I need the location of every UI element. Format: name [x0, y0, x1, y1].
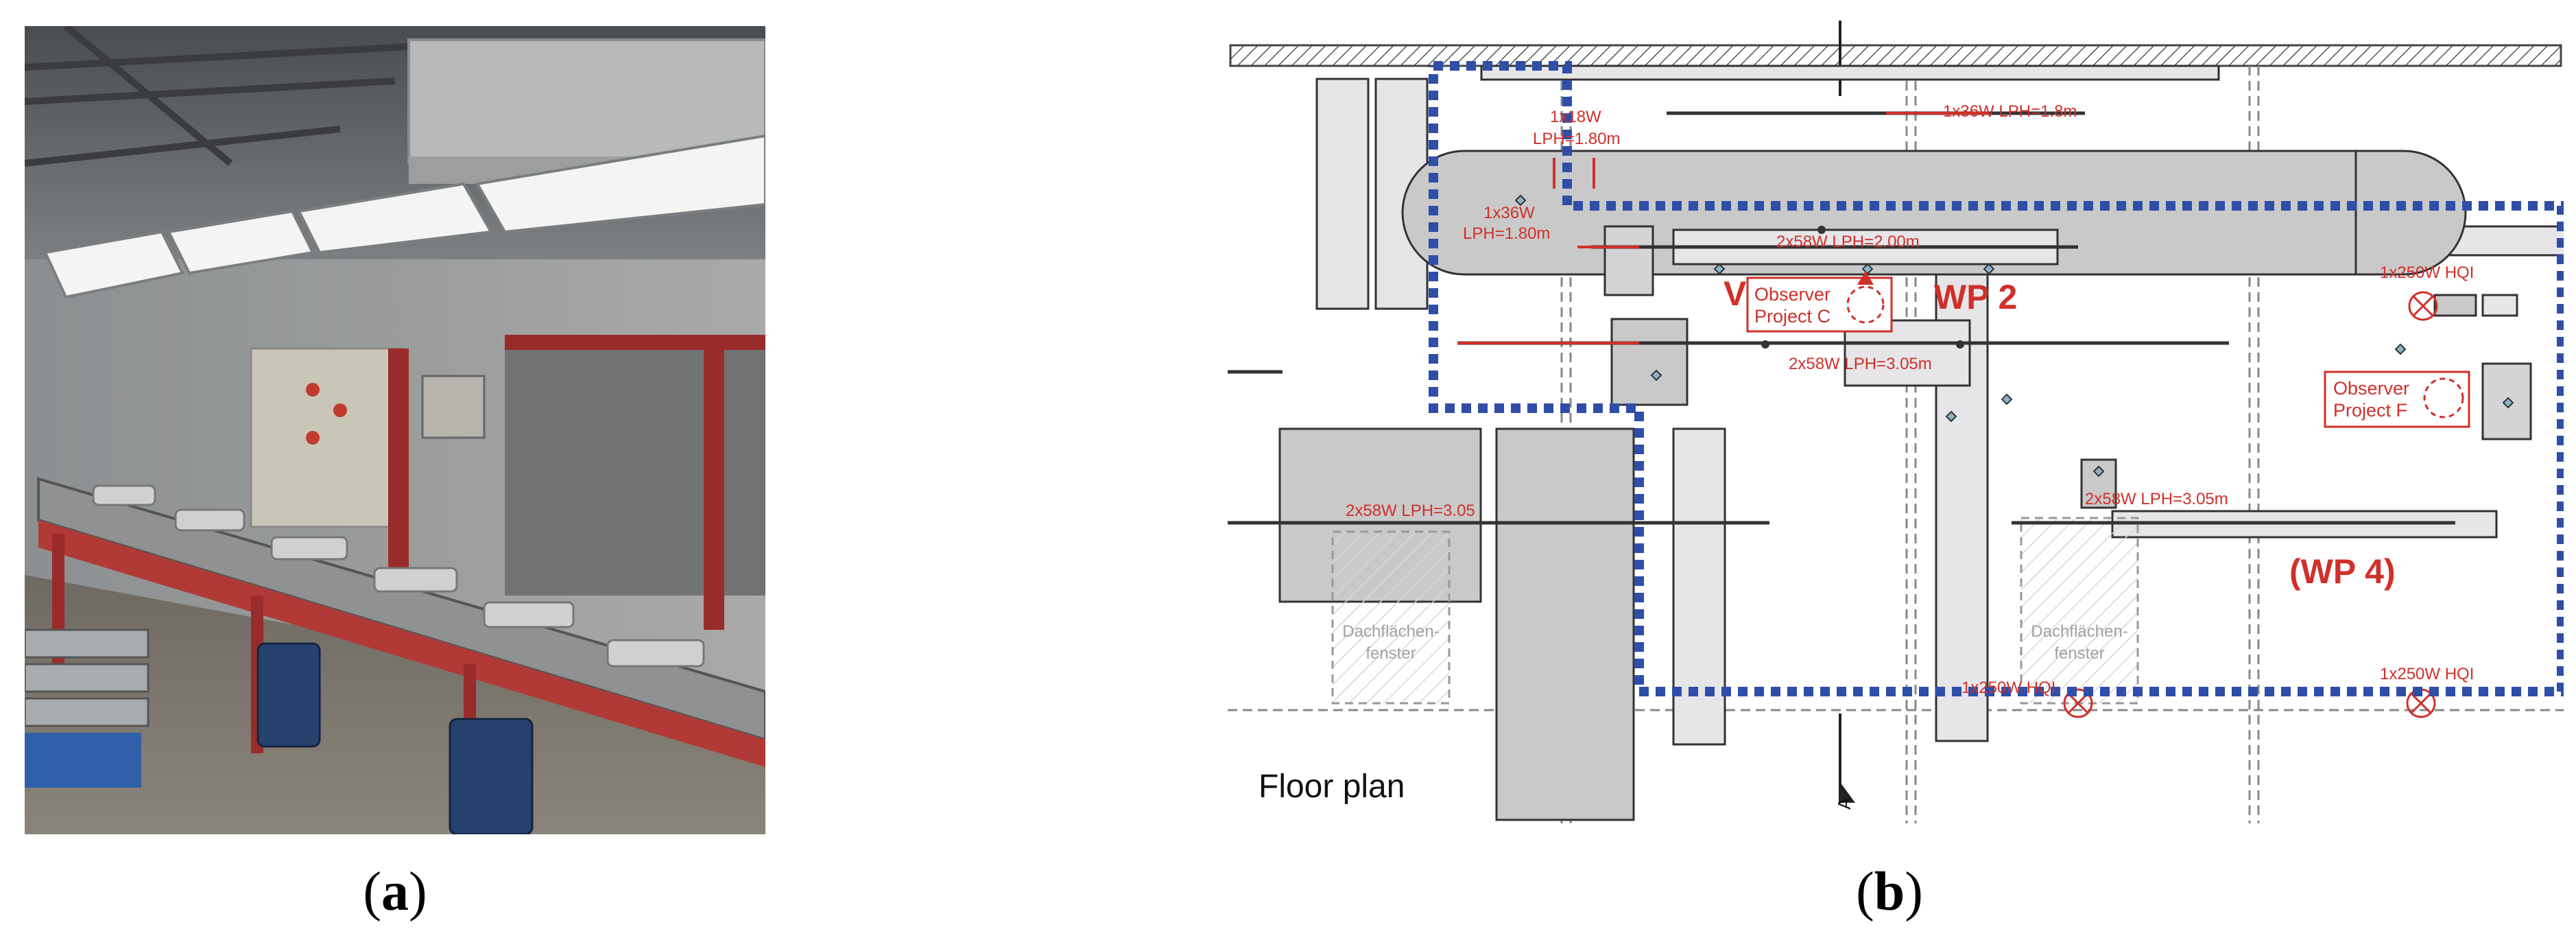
- luminaire-label-4: 2x58W LPH=2.00m: [1776, 233, 1920, 251]
- oven-chamber: [1401, 150, 2467, 276]
- machine-block-b: [1495, 427, 1635, 821]
- caption-a: (a): [363, 862, 427, 922]
- luminaire-label-5: 2x58W LPH=3.05m: [1789, 355, 1932, 373]
- observer-c-line2: Project C: [1754, 306, 1830, 327]
- cabinet-1: [1315, 78, 1370, 310]
- observer-f-box: [2324, 370, 2470, 428]
- floor-plan-title: Floor plan: [1259, 768, 1405, 805]
- luminaire-label-6: 2x58W LPH=3.05: [1346, 502, 1475, 520]
- skylight-left-line1: Dachflächen-: [1342, 622, 1439, 641]
- luminaire-label-1: 1x18W: [1550, 108, 1601, 126]
- floor-plan-svg: 1x18W LPH=1.80m 1x36W LPH=1.8m 1x36W LPH…: [1228, 21, 2576, 823]
- wall-hatch: [1229, 44, 2562, 67]
- luminaire-label-3: 1x36W: [1483, 204, 1535, 222]
- skylight-left-line2: fenster: [1365, 644, 1416, 663]
- luminaire-label-7: 2x58W LPH=3.05m: [2085, 490, 2228, 508]
- workshop-photo: [23, 23, 767, 836]
- luminaire-label-3b: LPH=1.80m: [1463, 224, 1550, 243]
- observer-f-line2: Project F: [2333, 400, 2407, 421]
- luminaire-label-2: 1x36W LPH=1.8m: [1943, 102, 2077, 121]
- observer-c-line1: Observer: [1754, 284, 1830, 305]
- luminaire-label-1b: LPH=1.80m: [1533, 130, 1620, 148]
- luminaire-label-9: 1x250W HQI: [2380, 665, 2474, 683]
- workshop-photo-illustration: [23, 23, 767, 836]
- observer-f-line1: Observer: [2333, 378, 2409, 399]
- luminaire-label-8: 1x250W HQI: [2380, 263, 2474, 282]
- wp-partial-label: V: [1724, 274, 1747, 313]
- wp2-boundary: [1429, 61, 2566, 696]
- luminaire-label-10: 1x250W HQI: [1961, 679, 2055, 697]
- observer-c-box: [1746, 276, 1893, 333]
- wp2-label: WP 2: [1934, 278, 2017, 316]
- wp4-label: (WP 4): [2289, 552, 2396, 591]
- skylight-right-line2: fenster: [2054, 644, 2104, 663]
- caption-b: (b): [1856, 862, 1923, 922]
- skylight-right-line1: Dachflächen-: [2031, 622, 2127, 641]
- floor-plan-diagram: 1x18W LPH=1.80m 1x36W LPH=1.8m 1x36W LPH…: [1228, 21, 2576, 844]
- section-marker-label: A: [1834, 797, 1855, 810]
- skylight-right: [2020, 517, 2139, 705]
- skylight-left: [1331, 530, 1451, 705]
